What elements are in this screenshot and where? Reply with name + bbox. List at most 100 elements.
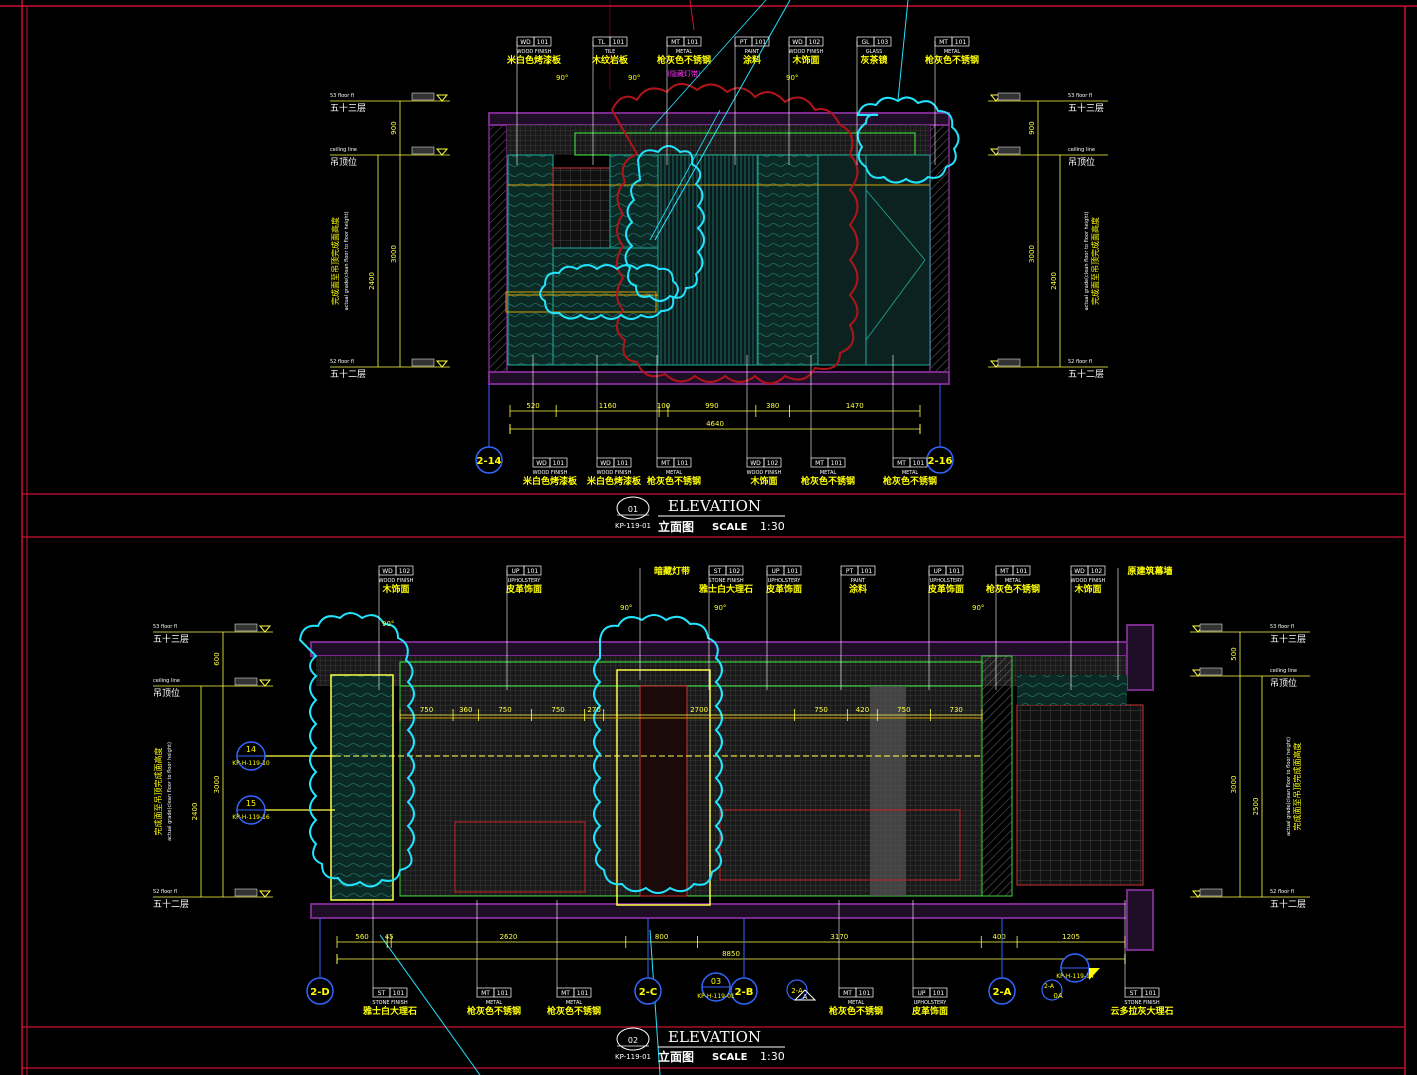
revision-cloud-cyan-4 <box>298 612 415 888</box>
scale-value: 1:30 <box>760 520 785 533</box>
dim-label: 1205 <box>1062 933 1080 941</box>
dim-label: 1470 <box>846 402 864 410</box>
tag-code: UP <box>917 990 925 997</box>
tag-code: WD <box>750 460 761 467</box>
tag-code: UP <box>511 568 519 575</box>
tag-en: PAINT <box>745 49 760 55</box>
tag-number: 101 <box>787 568 799 575</box>
section-number: 15 <box>246 799 256 808</box>
dim-label: 3170 <box>830 933 848 941</box>
tag-en: STONE FINISH <box>708 578 743 584</box>
section-number: 03 <box>711 977 721 986</box>
grid-bubble: 2-A <box>988 918 1016 1005</box>
vertical-note-cn: 完成面至吊顶完成面高度 <box>330 217 340 305</box>
grid-label: 2-A <box>791 987 803 995</box>
angle-labels-02: 90°90°90°90° <box>382 604 984 628</box>
tag-cn: 木饰面 <box>791 54 819 66</box>
tag-cn: 枪灰色不锈钢 <box>467 1005 521 1017</box>
tag-en: METAL <box>820 470 837 476</box>
tag-cn: 枪灰色不锈钢 <box>657 54 711 66</box>
tag-code: WD <box>1074 568 1085 575</box>
grid-label: 2-A <box>993 987 1012 998</box>
tag-number: 101 <box>393 990 405 997</box>
tag-code: MT <box>671 39 680 46</box>
dim-label: 2400 <box>191 803 199 821</box>
dim-label: 360 <box>459 706 472 714</box>
angle-label: 90° <box>556 74 568 82</box>
tag-cn: 暗藏灯带 <box>654 565 690 577</box>
tag-cn: 枪灰色不锈钢 <box>883 475 937 487</box>
title-block-01: 01 KP-119-01 ELEVATION 立面图 SCALE 1:30 <box>615 496 785 534</box>
grid-bubble-right: 2-16 <box>926 384 954 474</box>
tag-number: 102 <box>399 568 411 575</box>
tag-code: MT <box>1000 568 1009 575</box>
paint-column <box>870 686 906 896</box>
dim-label: 730 <box>950 706 963 714</box>
drawing-title: ELEVATION <box>668 497 761 515</box>
vertical-note-en: actual grade(clean floor to floor height… <box>344 212 350 311</box>
panel-stripes <box>657 154 759 366</box>
level-en: 53 floor fl <box>153 624 177 630</box>
level-en: 53 floor fl <box>330 93 354 99</box>
dim-label: 600 <box>213 652 221 665</box>
dim-label: 1160 <box>599 402 617 410</box>
tag-cn: 枪灰色不锈钢 <box>547 1005 601 1017</box>
panel-mirror <box>817 154 867 366</box>
dim-label: 2400 <box>1050 272 1058 290</box>
level-en: 52 floor fl <box>330 359 354 365</box>
tag-code: TL <box>597 39 606 46</box>
dim-label: 900 <box>390 121 398 134</box>
tag-code: MT <box>661 460 670 467</box>
tag-code: PT <box>846 568 854 575</box>
tag-cn: 皮革饰面 <box>505 583 542 595</box>
tag-number: 102 <box>809 39 821 46</box>
tag-cn: 涂料 <box>743 54 761 66</box>
level-cn: 吊顶位 <box>1270 677 1297 689</box>
dim-label: 750 <box>897 706 910 714</box>
tag-number: 101 <box>949 568 961 575</box>
tag-cn: 米白色烤漆板 <box>522 475 578 487</box>
dim-total: 4640 <box>706 420 724 428</box>
dim-label: 2700 <box>690 706 708 714</box>
title-block-02: 02 KP-119-01 ELEVATION 立面图 SCALE 1:30 <box>615 1027 785 1064</box>
shelving-right <box>1016 704 1144 886</box>
tag-cn: 木饰面 <box>1073 583 1101 595</box>
tag-code: WD <box>536 460 547 467</box>
tag-en: WOOD FINISH <box>379 578 414 584</box>
tag-code: MT <box>561 990 570 997</box>
level-en: 52 floor fl <box>1270 889 1294 895</box>
tag-cn: 木饰面 <box>381 583 409 595</box>
section-ref: KP-H-119-16 <box>232 814 270 821</box>
level-cn: 吊顶位 <box>1068 156 1095 168</box>
column-right-base <box>1126 889 1154 951</box>
tag-number: 101 <box>831 460 843 467</box>
tag-code: WD <box>600 460 611 467</box>
angle-label: 90° <box>786 74 798 82</box>
tag-en: UPHOLSTERY <box>768 578 802 584</box>
section-ref-right: KP-H-119-14 <box>1056 953 1100 983</box>
tag-number: 102 <box>767 460 779 467</box>
dim-label: 2400 <box>368 272 376 290</box>
